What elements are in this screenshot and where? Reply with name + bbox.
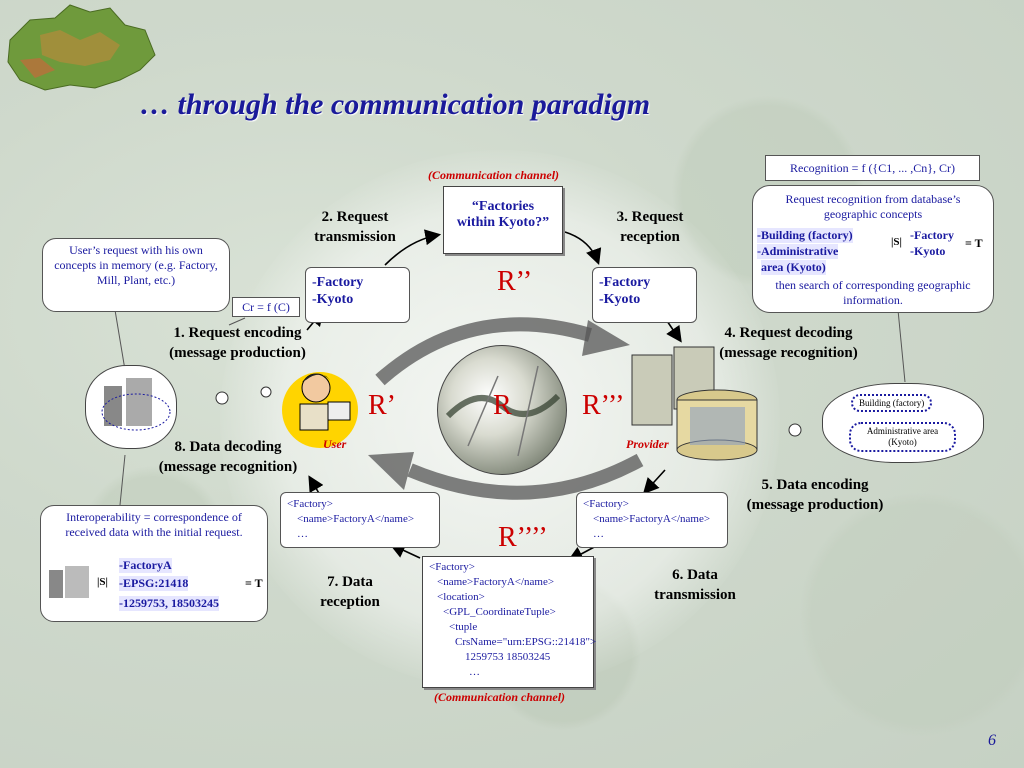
- recognition-box: Request recognition from database’s geog…: [752, 185, 994, 313]
- concept-admin-area: area (Kyoto): [761, 260, 826, 275]
- xml-bottom-l8: …: [469, 666, 480, 678]
- page-title: … through the communication paradigm: [140, 88, 651, 121]
- op-symbol: |S|: [891, 236, 902, 248]
- city-satellite-image: [437, 345, 567, 475]
- xml-left-l1: <Factory>: [287, 498, 334, 510]
- recognition-formula: Recognition = f ({C1, ... ,Cn}, Cr): [790, 161, 955, 175]
- recognition-result: = T: [965, 236, 983, 250]
- provider-server-icon: [631, 346, 758, 461]
- interop-result: = T: [245, 576, 263, 590]
- xml-bottom-l3: <location>: [437, 591, 485, 603]
- concept-admin: -Administrative: [757, 244, 839, 259]
- interop-intro: Interoperability = correspondence of rec…: [65, 510, 243, 539]
- xml-right-l3: …: [593, 528, 604, 540]
- step-4-label: 4. Request decoding (message recognition…: [719, 325, 858, 361]
- request-right-kyoto: -Kyoto: [599, 292, 641, 307]
- request-box-right: -Factory -Kyoto: [592, 267, 697, 323]
- cr-formula: Cr = f (C): [242, 300, 290, 314]
- xml-right-l1: <Factory>: [583, 498, 630, 510]
- concept-building: -Building (factory): [757, 228, 853, 243]
- interoperability-box: Interoperability = correspondence of rec…: [40, 505, 268, 622]
- r-label: R: [493, 390, 512, 421]
- river-overlay-icon: [445, 365, 561, 457]
- cloud-concept-admin: Administrative area (Kyoto): [849, 422, 956, 452]
- step-2-label: 2. Request transmission: [314, 209, 396, 245]
- message-scroll: “Factories within Kyoto?”: [443, 186, 563, 254]
- user-person-icon: [282, 372, 358, 448]
- request-right-factory: -Factory: [599, 275, 651, 290]
- recognition-outro: then search of corresponding geographic …: [775, 278, 971, 307]
- user-concept-box: User’s request with his own concepts in …: [42, 238, 230, 312]
- interop-factoryA: -FactoryA: [119, 558, 172, 573]
- match-kyoto: -Kyoto: [910, 244, 946, 258]
- interop-coords: -1259753, 18503245: [119, 596, 219, 611]
- r-prime: R’: [368, 390, 396, 421]
- user-label: User: [323, 437, 347, 451]
- message-text: “Factories within Kyoto?”: [456, 199, 550, 230]
- xml-right-l2: <name>FactoryA</name>: [593, 513, 711, 525]
- cloud-concept-building: Building (factory): [851, 394, 933, 412]
- step-7-label: 7. Data reception: [320, 574, 380, 610]
- step-3-label: 3. Request reception: [616, 209, 684, 245]
- factory-icon: [101, 378, 171, 431]
- channel-top-label: (Communication channel): [428, 168, 560, 182]
- xml-bottom-l7: 1259753 18503245: [465, 651, 551, 663]
- xml-box-right: <Factory> <name>FactoryA</name> …: [576, 492, 728, 548]
- provider-label: Provider: [626, 437, 669, 451]
- channel-bottom-label: (Communication channel): [434, 690, 566, 704]
- factory-photo-icon: [49, 566, 89, 598]
- step-6-label: 6. Data transmission: [654, 567, 736, 603]
- canada-map-icon: [7, 4, 156, 91]
- xml-bottom-l6: CrsName="urn:EPSG::21418">: [455, 636, 597, 648]
- r-triple-prime: R’’’: [582, 390, 625, 421]
- xml-scroll-bottom: <Factory> <name>FactoryA</name> <locatio…: [422, 556, 597, 688]
- xml-bottom-l1: <Factory>: [429, 561, 476, 573]
- step-5-label: 5. Data encoding (message production): [746, 477, 884, 513]
- r-quad-prime: R’’’’: [498, 522, 548, 553]
- r-double-prime: R’’: [497, 266, 533, 297]
- step-8-label: 8. Data decoding (message recognition): [158, 439, 298, 475]
- provider-concept-cloud: Building (factory) Administrative area (…: [822, 383, 984, 463]
- cr-formula-box: Cr = f (C): [232, 297, 300, 317]
- interop-epsg: -EPSG:21418: [119, 576, 189, 591]
- xml-bottom-l4: <GPL_CoordinateTuple>: [443, 606, 556, 618]
- xml-bottom-l2: <name>FactoryA</name>: [437, 576, 555, 588]
- recognition-intro: Request recognition from database’s geog…: [785, 192, 961, 221]
- xml-left-l3: …: [297, 528, 308, 540]
- interop-op: |S|: [97, 576, 108, 588]
- xml-bottom-l5: <tuple: [449, 621, 478, 633]
- user-concept-text: User’s request with his own concepts in …: [54, 243, 218, 287]
- request-left-factory: -Factory: [312, 275, 364, 290]
- request-left-kyoto: -Kyoto: [312, 292, 354, 307]
- xml-box-left: <Factory> <name>FactoryA</name> …: [280, 492, 440, 548]
- step-1-label: 1. Request encoding (message production): [169, 325, 306, 361]
- match-factory: -Factory: [910, 228, 954, 242]
- page-number: 6: [988, 732, 996, 749]
- xml-left-l2: <name>FactoryA</name>: [297, 513, 415, 525]
- user-thought-cloud: [85, 365, 177, 449]
- recognition-formula-box: Recognition = f ({C1, ... ,Cn}, Cr): [765, 155, 980, 181]
- request-box-left: -Factory -Kyoto: [305, 267, 410, 323]
